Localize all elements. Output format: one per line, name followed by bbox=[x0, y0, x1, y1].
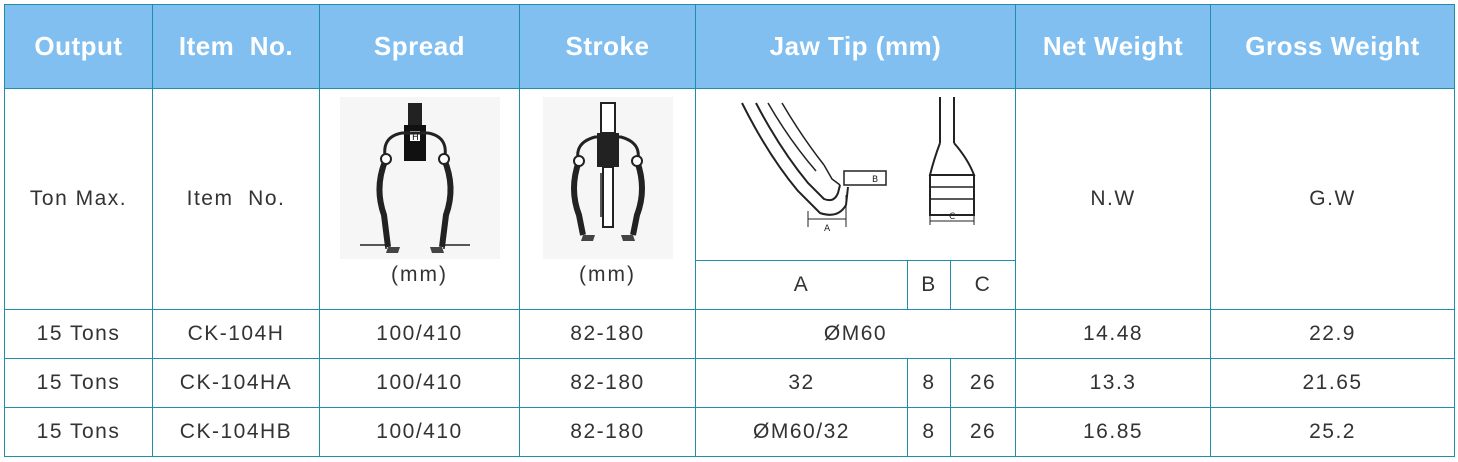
cell-jaw-b: 8 bbox=[907, 358, 951, 408]
subheader-item-no: Item No. bbox=[152, 88, 320, 310]
svg-text:H: H bbox=[412, 133, 420, 143]
cell-jaw-b: 8 bbox=[907, 407, 951, 457]
spread-diagram-cell: H (mm) bbox=[319, 88, 520, 310]
cell-nw: 13.3 bbox=[1015, 358, 1212, 408]
puller-spread-diagram-icon: H bbox=[339, 97, 500, 259]
table-row: 15 Tons CK-104HA 100/410 82-180 32 8 26 … bbox=[4, 358, 1456, 408]
header-row: Output Item No. Spread Stroke Jaw Tip (m… bbox=[4, 4, 1456, 89]
diagram-label-a: A bbox=[824, 224, 832, 234]
cell-stroke: 82-180 bbox=[519, 309, 696, 359]
subheader-jaw-c: C bbox=[949, 260, 1017, 310]
cell-item-no: CK-104HA bbox=[152, 358, 320, 408]
cell-stroke: 82-180 bbox=[519, 358, 696, 408]
cell-nw: 16.85 bbox=[1015, 407, 1212, 457]
cell-gw: 22.9 bbox=[1210, 309, 1456, 359]
subheader-jaw-b: B bbox=[907, 260, 951, 310]
cell-spread: 100/410 bbox=[319, 358, 520, 408]
cell-jaw-tip: ØM60 bbox=[694, 309, 1017, 359]
col-header-stroke: Stroke bbox=[519, 4, 696, 89]
subheader-jaw-a: A bbox=[695, 260, 908, 310]
subheader-ton-max: Ton Max. bbox=[4, 88, 153, 310]
puller-stroke-diagram-icon bbox=[542, 97, 673, 259]
subheader-nw: N.W bbox=[1015, 88, 1212, 310]
cell-item-no: CK-104HB bbox=[152, 407, 320, 457]
col-header-net-weight: Net Weight bbox=[1015, 4, 1212, 89]
stroke-diagram-cell: (mm) bbox=[519, 88, 696, 310]
cell-output: 15 Tons bbox=[4, 358, 153, 408]
col-header-item-no: Item No. bbox=[152, 4, 320, 89]
table-row: 15 Tons CK-104H 100/410 82-180 ØM60 14.4… bbox=[4, 309, 1456, 359]
cell-jaw-c: 26 bbox=[949, 407, 1017, 457]
stroke-unit-label: (mm) bbox=[579, 263, 636, 286]
cell-gw: 25.2 bbox=[1210, 407, 1456, 457]
cell-spread: 100/410 bbox=[319, 407, 520, 457]
subheader-row-top: Ton Max. Item No. H bbox=[4, 88, 1456, 310]
col-header-gross-weight: Gross Weight bbox=[1210, 4, 1456, 89]
col-header-jaw-tip: Jaw Tip (mm) bbox=[694, 4, 1017, 89]
cell-nw: 14.48 bbox=[1015, 309, 1212, 359]
col-header-spread: Spread bbox=[319, 4, 520, 89]
cell-output: 15 Tons bbox=[4, 309, 153, 359]
cell-jaw-a: 32 bbox=[695, 358, 908, 408]
jaw-tip-diagram-cell: B A C bbox=[694, 88, 1017, 261]
subheader-gw: G.W bbox=[1210, 88, 1456, 310]
cell-item-no: CK-104H bbox=[152, 309, 320, 359]
diagram-label-c: C bbox=[949, 212, 957, 222]
cell-output: 15 Tons bbox=[4, 407, 153, 457]
diagram-label-b: B bbox=[872, 175, 880, 185]
spread-unit-label: (mm) bbox=[391, 263, 448, 286]
cell-jaw-c: 26 bbox=[949, 358, 1017, 408]
cell-stroke: 82-180 bbox=[519, 407, 696, 457]
cell-gw: 21.65 bbox=[1210, 358, 1456, 408]
cell-jaw-a: ØM60/32 bbox=[695, 407, 908, 457]
col-header-output: Output bbox=[4, 4, 153, 89]
cell-spread: 100/410 bbox=[319, 309, 520, 359]
spec-table: Output Item No. Spread Stroke Jaw Tip (m… bbox=[4, 4, 1456, 457]
subheader-row-bottom: A B C bbox=[5, 260, 1455, 310]
jaw-tip-dimension-diagram-icon: B A C bbox=[727, 95, 984, 243]
table-row: 15 Tons CK-104HB 100/410 82-180 ØM60/32 … bbox=[4, 407, 1456, 457]
